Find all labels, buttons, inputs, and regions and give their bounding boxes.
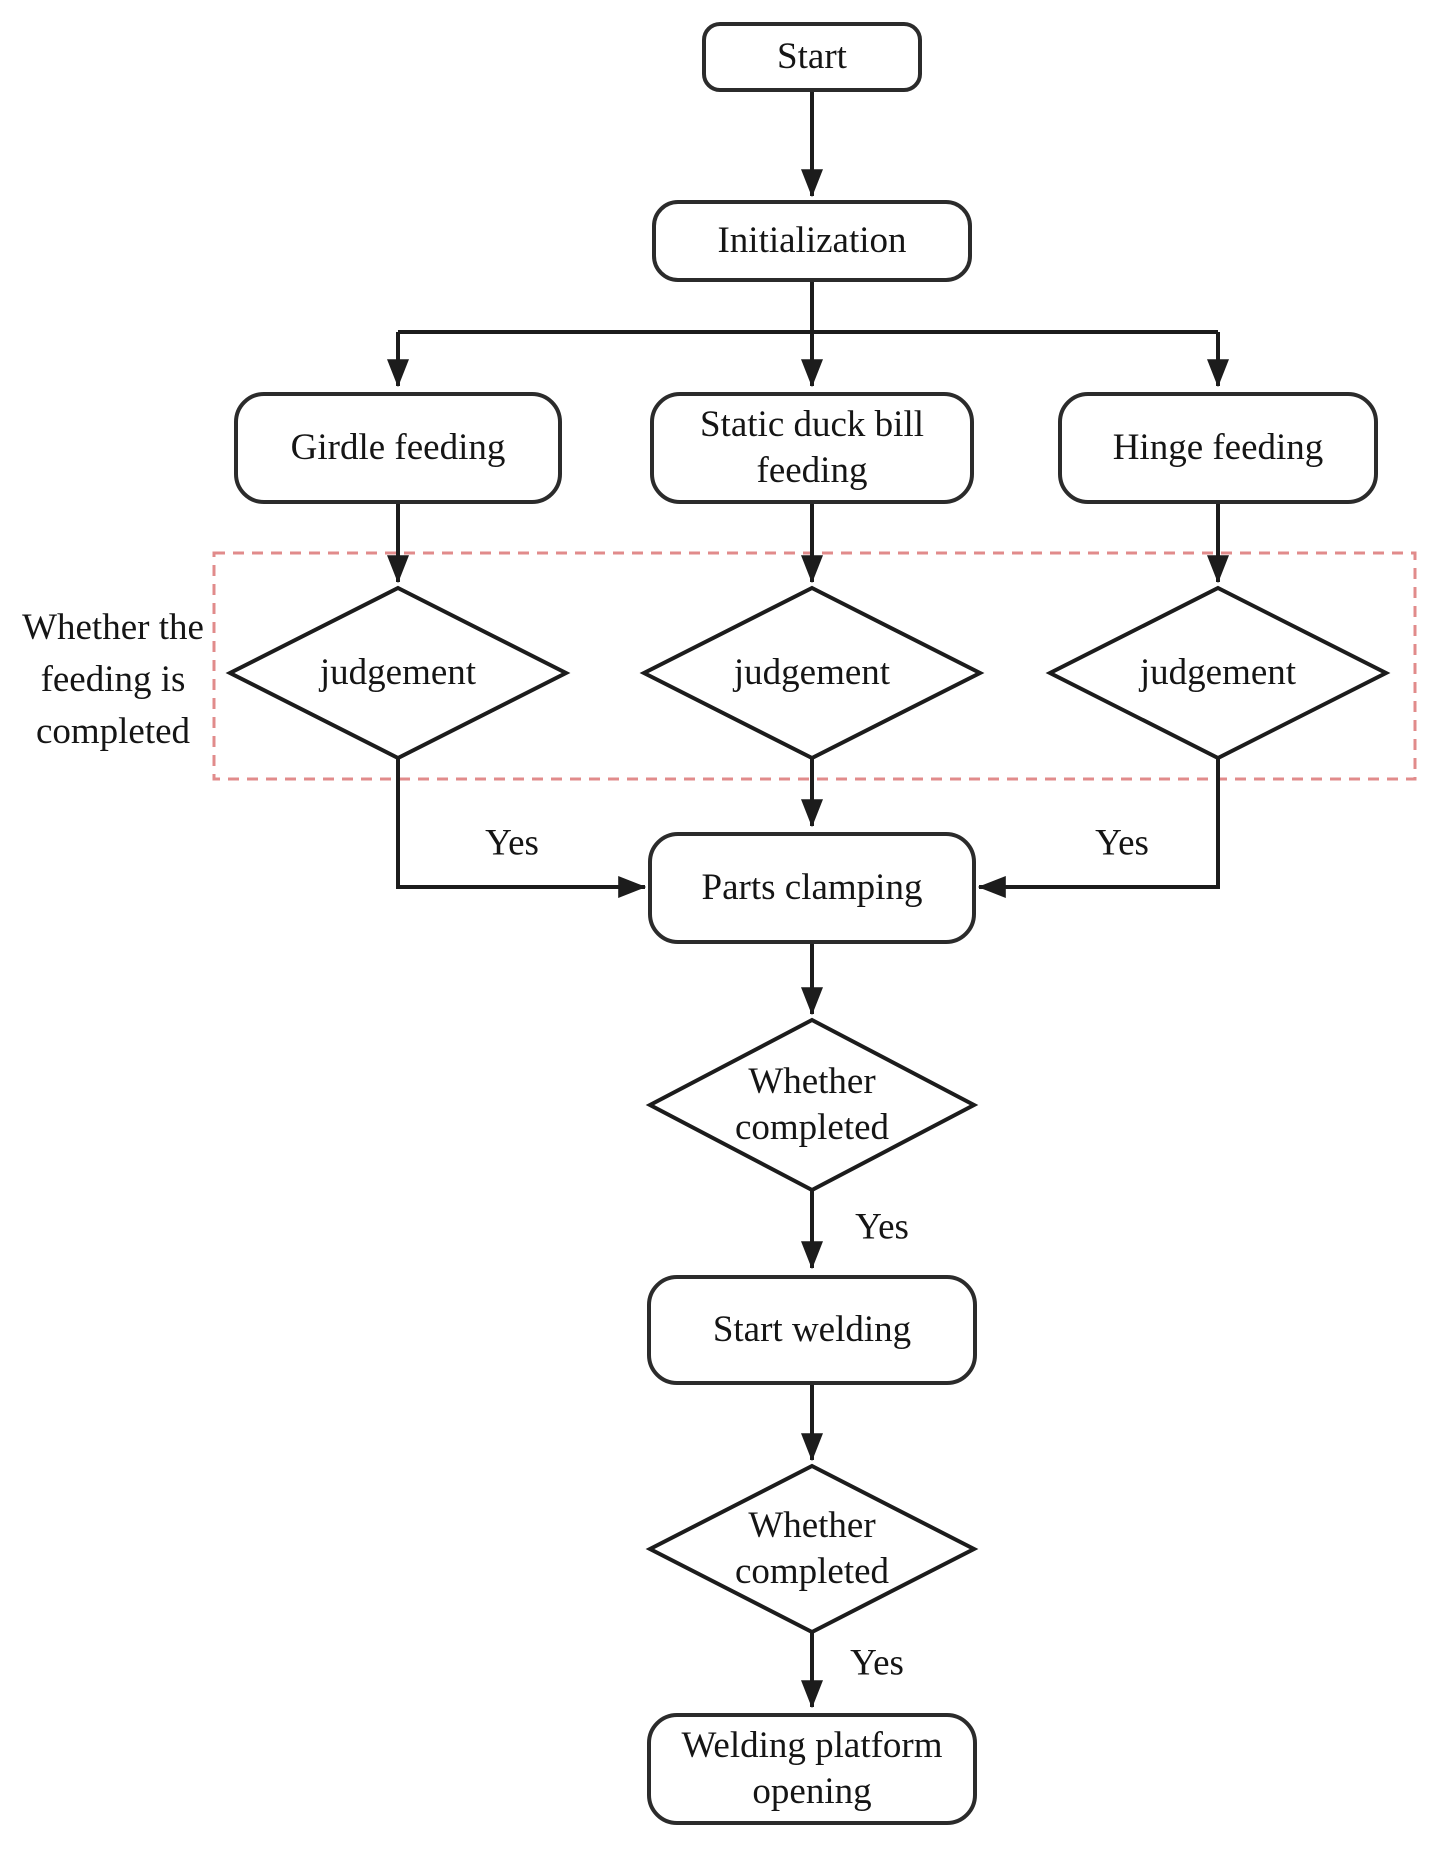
judgement-girdle-diamond — [225, 585, 571, 761]
label-judgement-hinge: judgement — [1139, 651, 1297, 693]
feeding-region-label-line1: Whether the — [22, 607, 204, 648]
label-yes-girdle: Yes — [485, 822, 539, 864]
node-duckbill-feeding: Static duck bill feeding — [650, 392, 974, 504]
label-whether-welding: Whether completed — [734, 1504, 890, 1592]
whether-clamping-diamond — [645, 1017, 979, 1193]
edge-judgement-girdle-clamping — [396, 758, 647, 898]
node-hinge-feeding: Hinge feeding — [1058, 392, 1378, 504]
feeding-region-label: Whether the feeding is completed — [8, 602, 218, 757]
whether-welding-diamond — [645, 1463, 979, 1635]
label-judgement-duckbill: judgement — [733, 651, 891, 693]
edge-judgement-hinge-clamping — [977, 758, 1220, 898]
label-yes-welding: Yes — [850, 1642, 904, 1684]
node-girdle-feeding: Girdle feeding — [234, 392, 562, 504]
feeding-region-label-line2: feeding is — [40, 658, 186, 700]
node-platform-opening: Welding platform opening — [647, 1713, 977, 1825]
node-parts-clamping: Parts clamping — [648, 832, 976, 944]
judgement-hinge-diamond — [1045, 585, 1391, 761]
label-judgement-girdle: judgement — [319, 651, 477, 693]
node-start: Start — [702, 22, 922, 92]
label-whether-clamping: Whether completed — [734, 1060, 890, 1148]
judgement-duckbill-diamond — [639, 585, 985, 761]
feeding-region-label-line3: completed — [35, 710, 191, 752]
label-yes-clamping: Yes — [855, 1206, 909, 1248]
node-start-welding: Start welding — [647, 1275, 977, 1385]
feeding-judgement-region — [212, 551, 1417, 781]
label-yes-hinge: Yes — [1095, 822, 1149, 864]
node-initialization: Initialization — [652, 200, 972, 282]
